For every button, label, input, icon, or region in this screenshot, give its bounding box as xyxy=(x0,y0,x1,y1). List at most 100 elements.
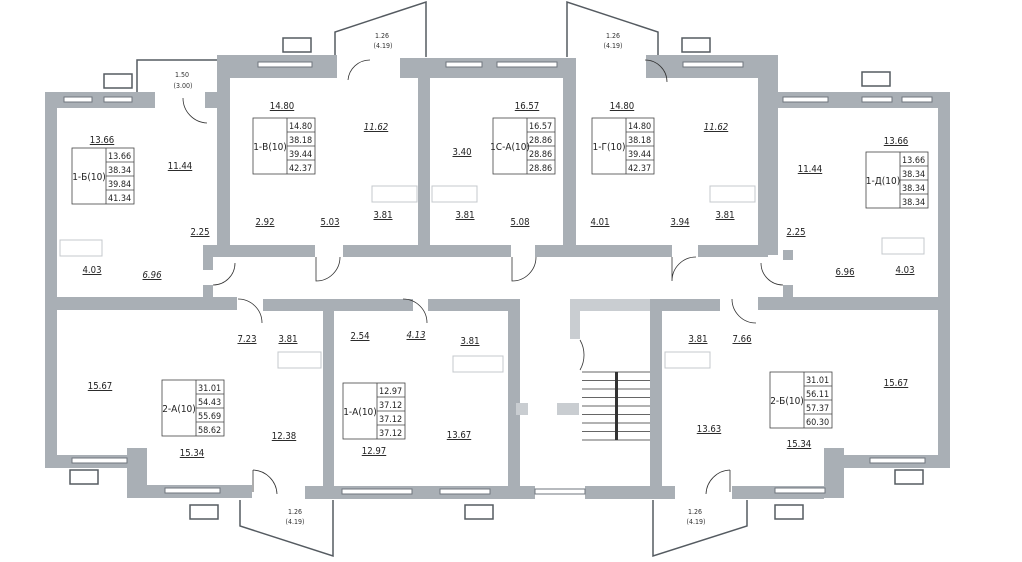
bathroom-fixtures xyxy=(59,185,925,373)
apartment-type: 1-Д(10) xyxy=(866,176,900,187)
apartment-type: 1-Г(10) xyxy=(593,142,626,153)
apartment-table: 2-А(10)31.01 54.43 55.69 58.62 xyxy=(161,379,225,437)
room-area: 13.63 xyxy=(697,424,721,435)
apartment-area-value: 60.30 xyxy=(806,418,829,428)
balcony-area: 1.26 xyxy=(288,508,302,516)
room-area: 5.03 xyxy=(320,217,339,228)
doors xyxy=(182,59,784,495)
stair-handrail xyxy=(615,372,618,440)
balcony-labels: 1.50 (3.00) 1.26 (4.19) 1.26 (4.19) 1.26… xyxy=(174,32,706,526)
room-area: 6.96 xyxy=(835,267,854,278)
room-area: 5.08 xyxy=(510,217,529,228)
apartment-area-value: 38.34 xyxy=(108,166,131,176)
balcony-total: (3.00) xyxy=(174,82,193,90)
room-area: 4.01 xyxy=(590,217,609,228)
room-area: 4.03 xyxy=(895,265,914,276)
balcony-area: 1.26 xyxy=(375,32,389,40)
apartment-area-value: 57.37 xyxy=(806,404,829,414)
apartment-area-value: 39.44 xyxy=(628,150,651,160)
apartment-table: 1-Д(10)13.66 38.34 38.34 38.34 xyxy=(865,151,929,209)
room-area: 3.81 xyxy=(688,334,707,345)
apartment-type: 2-А(10) xyxy=(162,404,196,415)
balcony-area: 1.26 xyxy=(688,508,702,516)
apartment-area-value: 13.66 xyxy=(902,156,925,166)
balcony-railing xyxy=(136,59,217,92)
walls xyxy=(45,55,950,499)
apartment-area-value: 16.57 xyxy=(529,122,552,132)
room-area: 2.54 xyxy=(350,331,369,342)
apartment-area-value: 31.01 xyxy=(806,376,829,386)
apartment-table: 1С-А(10) 16.57 28.86 28.86 28.86 xyxy=(490,117,556,175)
room-area: 4.13 xyxy=(406,330,425,341)
apartment-area-value: 28.86 xyxy=(529,164,552,174)
room-area: 15.34 xyxy=(787,439,811,450)
apartment-type: 1С-А(10) xyxy=(490,142,530,153)
balcony-total: (4.19) xyxy=(374,42,393,50)
room-area: 3.81 xyxy=(455,210,474,221)
room-area: 15.34 xyxy=(180,448,204,459)
room-area: 11.44 xyxy=(798,164,822,175)
apartment-area-value: 14.80 xyxy=(289,122,312,132)
room-area: 15.67 xyxy=(884,378,908,389)
apartment-area-value: 28.86 xyxy=(529,136,552,146)
room-area: 3.81 xyxy=(278,334,297,345)
room-area: 2.25 xyxy=(190,227,209,238)
room-labels: 13.66 11.44 2.25 4.03 6.96 14.80 11.62 2… xyxy=(82,101,914,459)
balconies xyxy=(136,0,748,558)
balcony-railing xyxy=(652,500,748,558)
room-area: 7.66 xyxy=(732,334,751,345)
room-area: 11.62 xyxy=(704,122,728,133)
room-area: 3.81 xyxy=(715,210,734,221)
room-area: 4.03 xyxy=(82,265,101,276)
apartment-area-value: 39.84 xyxy=(108,180,131,190)
apartment-area-value: 42.37 xyxy=(289,164,312,174)
apartment-area-value: 38.34 xyxy=(902,184,925,194)
balcony-area: 1.50 xyxy=(175,71,189,79)
room-area: 14.80 xyxy=(270,101,294,112)
room-area: 3.81 xyxy=(460,336,479,347)
apartment-table: 2-Б(10)31.01 56.11 57.37 60.30 xyxy=(769,371,833,429)
apartment-type: 1-В(10) xyxy=(253,142,287,153)
room-area: 13.66 xyxy=(884,136,908,147)
apartment-area-value: 54.43 xyxy=(198,398,221,408)
room-area: 12.38 xyxy=(272,431,296,442)
room-area: 11.44 xyxy=(168,161,192,172)
room-area: 2.92 xyxy=(255,217,274,228)
apartment-area-value: 28.86 xyxy=(529,150,552,160)
apartment-area-value: 58.62 xyxy=(198,426,221,436)
apartment-area-value: 31.01 xyxy=(198,384,221,394)
balcony-railing xyxy=(334,0,427,57)
apartment-area-value: 38.18 xyxy=(289,136,312,146)
apartment-type: 1-А(10) xyxy=(343,407,377,418)
apartment-area-value: 38.34 xyxy=(902,170,925,180)
room-area: 3.81 xyxy=(373,210,392,221)
balcony-total: (4.19) xyxy=(687,518,706,526)
balcony-total: (4.19) xyxy=(604,42,623,50)
apartment-area-value: 39.44 xyxy=(289,150,312,160)
apartment-tables: 1-Б(10)13.6638.3439.8441.341-В(10)14.803… xyxy=(71,117,929,440)
apartment-type: 2-Б(10) xyxy=(770,396,804,407)
apartment-area-value: 14.80 xyxy=(628,122,651,132)
apartment-table: 1-В(10)14.80 38.18 39.44 42.37 xyxy=(252,117,316,175)
apartment-type: 1-Б(10) xyxy=(72,172,106,183)
apartment-area-value: 38.34 xyxy=(902,198,925,208)
room-area: 13.67 xyxy=(447,430,471,441)
room-area: 3.40 xyxy=(452,147,471,158)
windows xyxy=(63,37,933,520)
room-area: 13.66 xyxy=(90,135,114,146)
room-area: 14.80 xyxy=(610,101,634,112)
apartment-area-value: 41.34 xyxy=(108,194,131,204)
balcony-total: (4.19) xyxy=(286,518,305,526)
apartment-area-value: 37.12 xyxy=(379,429,402,439)
room-area: 7.23 xyxy=(237,334,256,345)
apartment-area-value: 56.11 xyxy=(806,390,829,400)
apartment-table: 1-Б(10)13.66 38.34 39.84 41.34 xyxy=(71,147,135,205)
apartment-area-value: 55.69 xyxy=(198,412,221,422)
balcony-railing xyxy=(566,0,659,57)
room-area: 15.67 xyxy=(88,381,112,392)
apartment-area-value: 13.66 xyxy=(108,152,131,162)
balcony-railing xyxy=(239,500,334,558)
staircase xyxy=(582,371,650,441)
